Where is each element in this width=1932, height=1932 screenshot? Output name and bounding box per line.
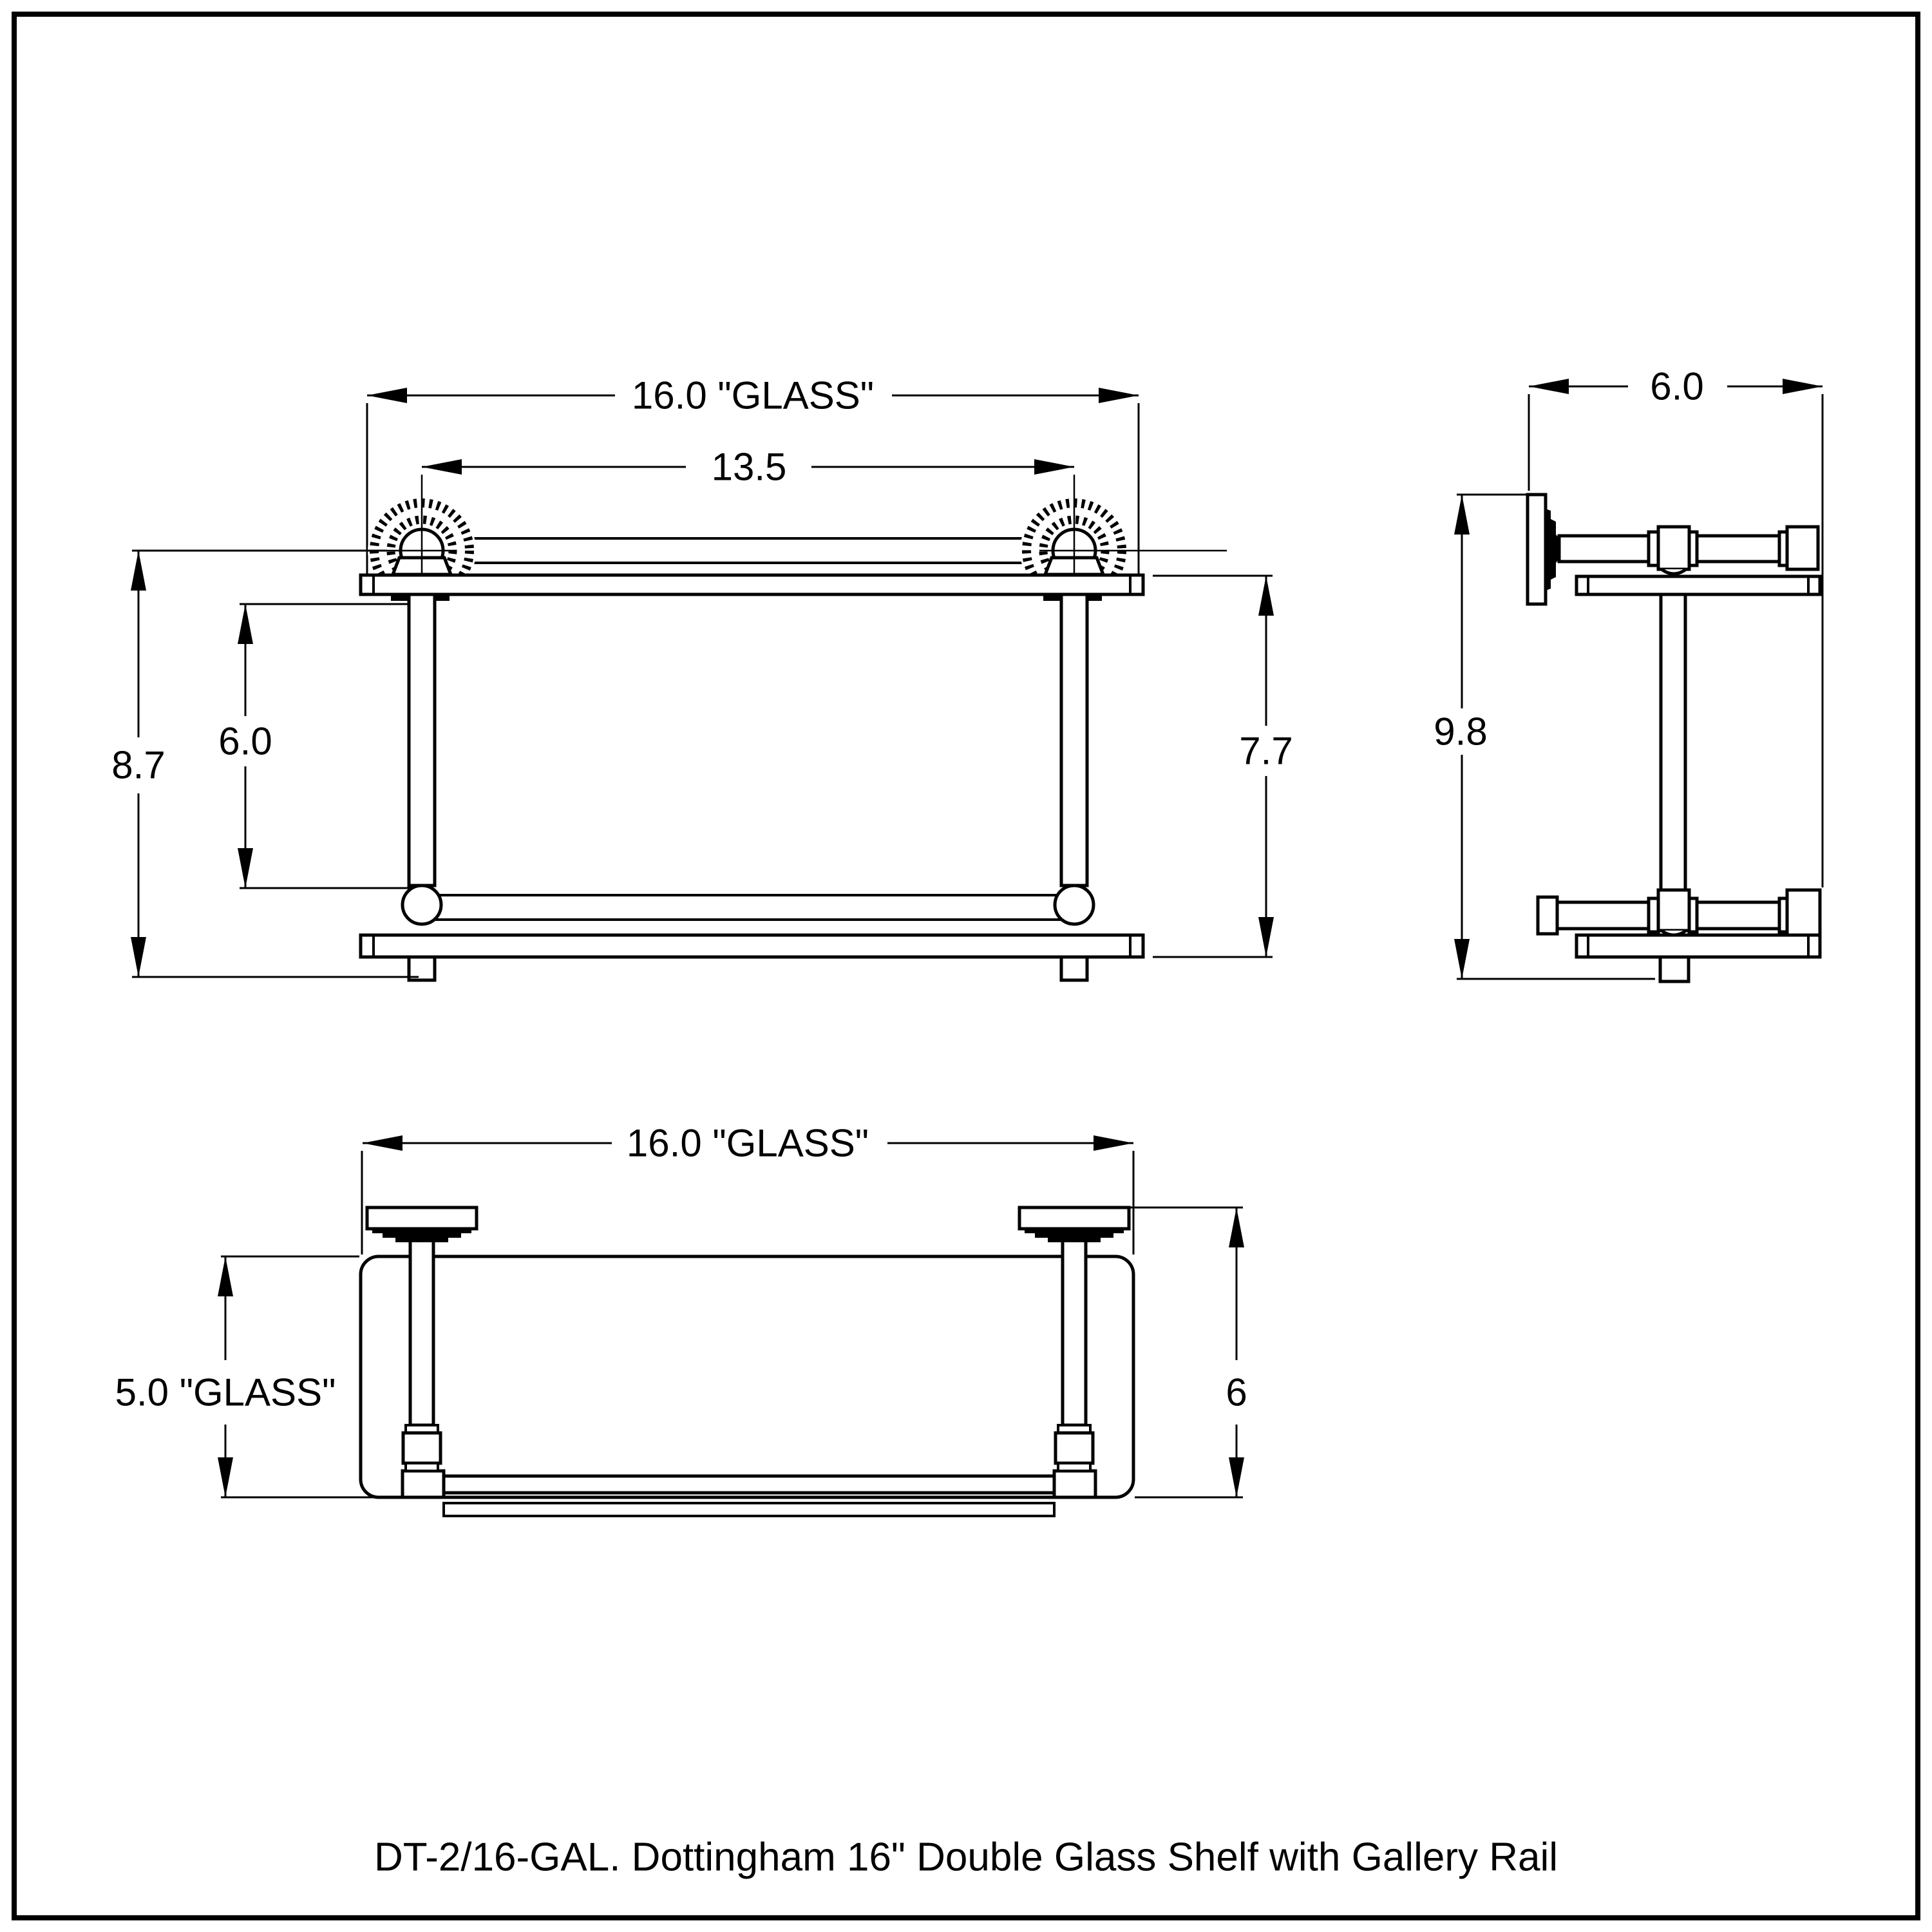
top-dim-glass-width: 16.0 "GLASS": [361, 1122, 1135, 1255]
side-wall-plate: [1526, 493, 1559, 606]
top-mount-right: [1018, 1206, 1131, 1472]
side-overall-height-label: 9.8: [1434, 710, 1487, 753]
top-dim-glass-depth: 5.0 "GLASS": [115, 1255, 401, 1499]
front-upper-shelf: [359, 573, 1145, 601]
caption: DT-2/16-GAL. Dottingham 16" Double Glass…: [374, 1835, 1558, 1880]
front-overall-height-label: 8.7: [111, 744, 165, 787]
top-glass-width-label: 16.0 "GLASS": [627, 1122, 869, 1165]
side-upper-shelf: [1575, 574, 1822, 596]
front-ball-right: [1053, 884, 1095, 926]
front-view: 16.0 "GLASS" 13.5: [111, 374, 1293, 982]
top-view: 16.0 "GLASS": [115, 1122, 1247, 1517]
front-glass-width-label: 16.0 "GLASS": [632, 374, 874, 417]
top-dim-overall-depth: 6: [1124, 1206, 1247, 1499]
side-dim-depth: 6.0: [1528, 365, 1824, 887]
top-gallery-rail: [401, 1469, 1097, 1517]
front-dim-glass-width: 16.0 "GLASS": [366, 374, 1140, 574]
front-dim-rail-height: 6.0: [218, 603, 412, 889]
front-dim-overall-height: 8.7: [111, 549, 419, 978]
front-lower-shelf: [359, 933, 1145, 982]
front-shelf-spacing-label: 7.7: [1239, 730, 1293, 773]
side-depth-label: 6.0: [1650, 365, 1703, 408]
top-mount-left: [365, 1206, 478, 1472]
top-overall-depth-label: 6: [1226, 1371, 1247, 1414]
side-lower-rail-arm: [1536, 888, 1822, 942]
front-post-spacing-label: 13.5: [712, 446, 787, 489]
side-dim-overall-height: 9.8: [1434, 493, 1655, 980]
front-dim-shelf-spacing: 7.7: [1153, 574, 1293, 958]
side-lower-shelf: [1575, 933, 1822, 983]
top-glass-shelf: [359, 1255, 1135, 1499]
front-post-left: [407, 592, 437, 887]
front-gallery-rail: [422, 537, 1074, 564]
top-glass-depth-label: 5.0 "GLASS": [115, 1371, 336, 1414]
front-rail-height-label: 6.0: [218, 720, 272, 763]
front-lower-rail: [422, 894, 1074, 921]
front-dim-post-spacing: 13.5: [422, 446, 1074, 489]
front-ball-left: [401, 884, 443, 926]
side-view: 6.0: [1434, 365, 1824, 983]
side-post: [1659, 592, 1687, 892]
side-upper-rail-arm: [1557, 525, 1820, 576]
border-frame: [12, 12, 1920, 1920]
front-post-right: [1059, 592, 1089, 887]
